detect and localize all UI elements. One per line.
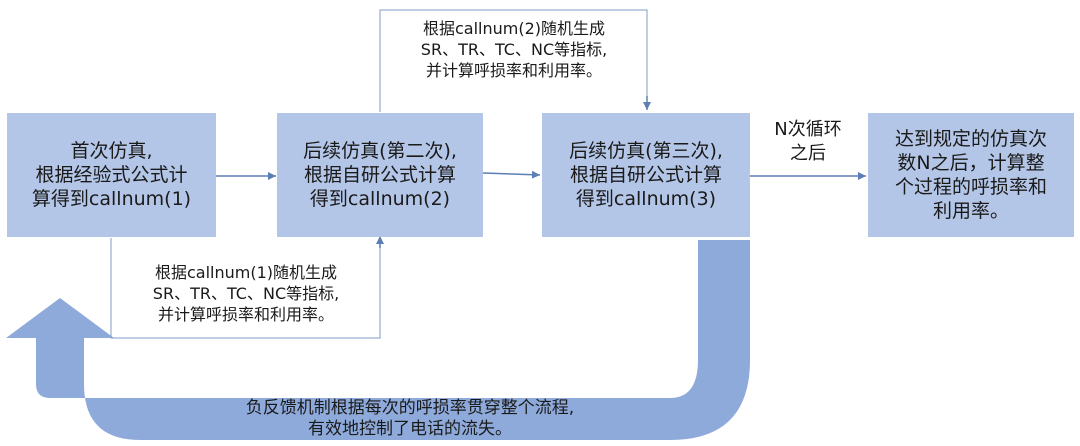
note-bottom-line-2: SR、TR、TC、NC等指标, bbox=[152, 284, 340, 303]
process-box-3-line-2: 根据自研公式计算 bbox=[569, 164, 722, 186]
note-bottom-line-3: 并计算呼损率和利用率。 bbox=[157, 305, 334, 324]
process-box-1-line-3: 算得到callnum(1) bbox=[31, 188, 192, 210]
note-top-line-1: 根据callnum(2)随机生成 bbox=[422, 19, 606, 38]
note-bottom: 根据callnum(1)随机生成 SR、TR、TC、NC等指标, 并计算呼损率和… bbox=[116, 262, 376, 325]
process-box-4-line-1: 达到规定的仿真次 bbox=[894, 128, 1047, 150]
feedback-label: 负反馈机制根据每次的呼损率贯穿整个流程, 有效地控制了电话的流失。 bbox=[160, 398, 660, 440]
process-box-4-line-2: 数N之后，计算整 bbox=[897, 152, 1045, 174]
note-bottom-line-1: 根据callnum(1)随机生成 bbox=[154, 263, 338, 282]
note-top-line-2: SR、TR、TC、NC等指标, bbox=[420, 40, 608, 59]
loop-edge-label: N次循环 之后 bbox=[758, 118, 858, 166]
process-box-3-line-1: 后续仿真(第三次), bbox=[569, 140, 723, 162]
connector-top-note bbox=[379, 9, 648, 112]
process-box-3-line-3: 得到callnum(3) bbox=[575, 188, 717, 210]
note-top-line-3: 并计算呼损率和利用率。 bbox=[425, 61, 602, 80]
process-box-3-text: 后续仿真(第三次), 根据自研公式计算 得到callnum(3) bbox=[569, 139, 723, 211]
process-box-4-text: 达到规定的仿真次 数N之后，计算整 个过程的呼损率和 利用率。 bbox=[895, 127, 1047, 223]
feedback-label-line-1: 负反馈机制根据每次的呼损率贯穿整个流程, bbox=[245, 398, 575, 418]
process-box-2-line-2: 根据自研公式计算 bbox=[303, 164, 456, 186]
process-box-2-text: 后续仿真(第二次), 根据自研公式计算 得到callnum(2) bbox=[303, 139, 457, 211]
process-box-3: 后续仿真(第三次), 根据自研公式计算 得到callnum(3) bbox=[542, 113, 750, 237]
process-box-2-line-1: 后续仿真(第二次), bbox=[303, 140, 457, 162]
process-box-1-line-2: 根据经验式公式计 bbox=[35, 164, 188, 186]
process-box-4-line-3: 个过程的呼损率和 bbox=[894, 176, 1047, 198]
loop-edge-label-line-1: N次循环 bbox=[774, 119, 842, 140]
edge-box2-box3 bbox=[482, 170, 541, 179]
process-box-4: 达到规定的仿真次 数N之后，计算整 个过程的呼损率和 利用率。 bbox=[868, 113, 1074, 237]
process-box-4-line-4: 利用率。 bbox=[932, 200, 1009, 222]
process-box-1-text: 首次仿真, 根据经验式公式计 算得到callnum(1) bbox=[32, 139, 191, 211]
feedback-arrow bbox=[6, 240, 750, 440]
process-box-1-line-1: 首次仿真, bbox=[70, 140, 153, 162]
process-box-2: 后续仿真(第二次), 根据自研公式计算 得到callnum(2) bbox=[277, 113, 483, 237]
process-box-2-line-3: 得到callnum(2) bbox=[309, 188, 451, 210]
loop-edge-label-line-2: 之后 bbox=[790, 143, 826, 164]
process-box-1: 首次仿真, 根据经验式公式计 算得到callnum(1) bbox=[7, 113, 216, 237]
note-top: 根据callnum(2)随机生成 SR、TR、TC、NC等指标, 并计算呼损率和… bbox=[386, 18, 642, 81]
feedback-label-line-2: 有效地控制了电话的流失。 bbox=[308, 419, 512, 439]
connector-bottom-note bbox=[110, 238, 381, 339]
